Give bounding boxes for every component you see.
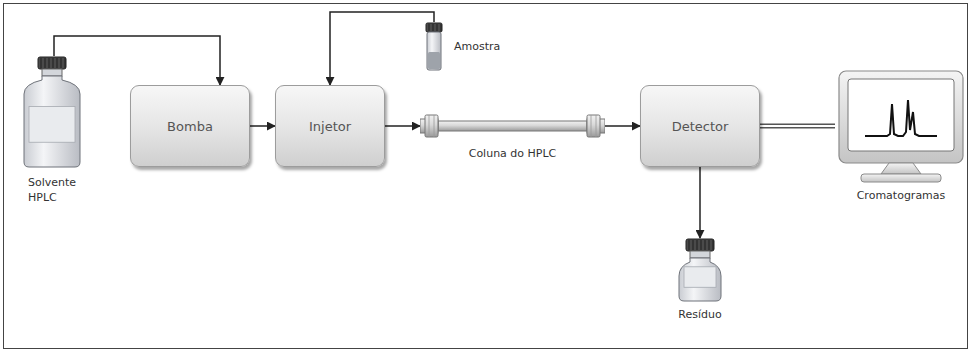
computer-node: Cromatogramas — [835, 70, 967, 204]
vial-liquid — [428, 52, 440, 69]
flow-line — [385, 125, 420, 127]
flow-arrow — [605, 126, 640, 127]
flow-arrow — [250, 126, 275, 127]
screen-label: Cromatogramas — [835, 189, 967, 204]
flow-arrow — [54, 36, 220, 85]
column-nut — [425, 115, 438, 137]
monitor-base — [861, 174, 941, 182]
process-box: Detector — [640, 85, 760, 167]
cable-outline — [760, 124, 835, 129]
column-tube — [438, 121, 587, 131]
process-box: Bomba — [130, 85, 250, 167]
column-nut — [587, 115, 600, 137]
chromatogram-trace — [865, 100, 937, 136]
flow-line — [250, 125, 275, 127]
cable-connector — [760, 126, 835, 127]
bottle-node: Solvente HPLC — [22, 56, 88, 206]
bottle-neck — [690, 251, 710, 258]
bottle-body — [679, 258, 721, 301]
solvent-bottle — [22, 56, 82, 168]
bottle-label-area — [684, 267, 716, 287]
cable-core — [760, 125, 835, 127]
bottle-label-area — [29, 106, 75, 142]
computer-monitor — [835, 70, 967, 184]
flow-line — [54, 36, 220, 85]
hplc-column — [420, 113, 605, 139]
monitor-bezel — [839, 71, 963, 163]
frame-border — [4, 4, 968, 349]
sample-label: Amostra — [454, 40, 500, 55]
flow-arrow — [385, 126, 420, 127]
column-label: Coluna do HPLC — [420, 147, 605, 162]
box-label: Bomba — [167, 119, 213, 134]
monitor-stand — [881, 163, 921, 174]
vial-cap — [426, 23, 442, 32]
waste-bottle — [677, 238, 723, 302]
flow-line — [605, 125, 640, 127]
waste-node: Resíduo — [670, 238, 730, 323]
box-label: Injetor — [309, 119, 351, 134]
bottle-cap — [686, 239, 714, 251]
column-node: Coluna do HPLC — [420, 113, 605, 162]
waste-bottle-wrap — [670, 238, 730, 302]
sample-vial — [424, 22, 444, 72]
bottle-label: Resíduo — [670, 308, 730, 323]
vial-body — [427, 32, 441, 70]
vial-node: Amostra — [424, 22, 534, 72]
flow-arrow — [700, 167, 701, 238]
bottle-neck — [42, 69, 62, 76]
monitor-screen — [848, 79, 954, 151]
process-box: Injetor — [275, 85, 385, 167]
bottle-body — [24, 76, 80, 167]
bottle-label: Solvente HPLC — [22, 176, 88, 206]
flow-line — [330, 12, 434, 85]
box-label: Detector — [672, 119, 729, 134]
flow-line — [699, 167, 701, 238]
bottle-cap — [38, 57, 66, 69]
flow-arrow — [330, 12, 434, 85]
